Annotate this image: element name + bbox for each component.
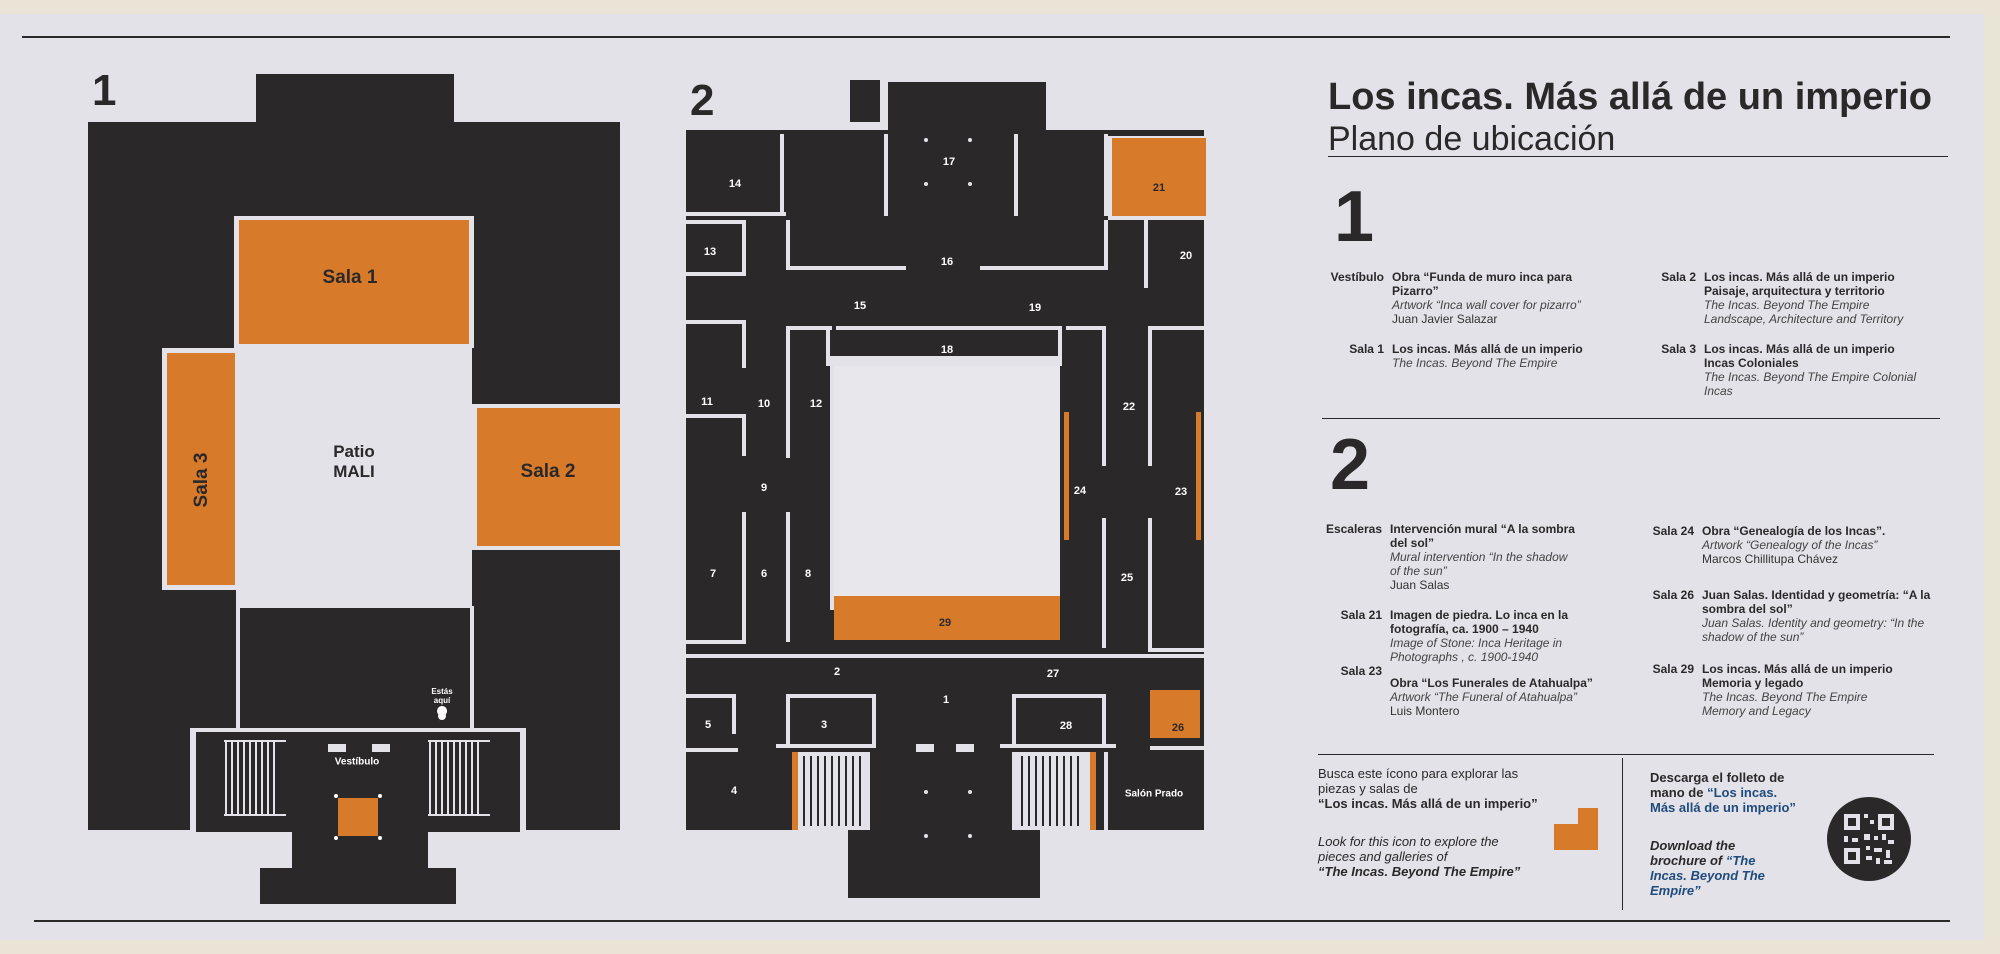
icon-hint-spanish: Busca este ícono para explorar las pieza… [1318, 766, 1538, 811]
room-20: 20 [1179, 250, 1193, 262]
room-2: 2 [833, 666, 841, 678]
floor-1-number: 1 [92, 66, 117, 115]
icon-hint-english: Look for this icon to explore the pieces… [1318, 834, 1521, 879]
footer-divider [1622, 758, 1623, 910]
room-5: 5 [704, 719, 712, 731]
bottom-rule [34, 920, 1950, 922]
floor-2-number: 2 [690, 76, 715, 125]
room-12: 12 [809, 398, 823, 410]
room-27: 27 [1046, 668, 1060, 680]
room-6: 6 [760, 568, 768, 580]
room-1: 1 [942, 694, 950, 706]
room-17: 17 [942, 156, 956, 168]
legend-rule-1 [1328, 156, 1948, 157]
room-14: 14 [728, 178, 742, 190]
room-3: 3 [820, 719, 828, 731]
legend-rule-3 [1318, 754, 1934, 755]
room-15: 15 [853, 300, 867, 312]
room-22: 22 [1122, 401, 1136, 413]
download-brochure-english: Download the brochure of “The Incas. Bey… [1650, 838, 1765, 898]
floor-2-map [686, 80, 1206, 898]
floor-1-map [88, 74, 622, 904]
sala-1-label: Sala 1 [322, 267, 378, 288]
exhibition-room-icon [1554, 808, 1598, 850]
salon-prado-label: Salón Prado [1124, 788, 1184, 800]
room-23: 23 [1174, 486, 1188, 498]
legend-rule-2 [1322, 418, 1940, 419]
legend-floor-2-number: 2 [1330, 425, 1371, 505]
plan-subtitle: Plano de ubicación [1328, 120, 1616, 158]
museum-floor-plan-sign: 1 [0, 14, 1984, 940]
qr-code-icon[interactable] [1826, 796, 1912, 882]
room-26: 26 [1171, 722, 1185, 734]
download-brochure-spanish: Descarga el folleto de mano de “Los inca… [1650, 770, 1796, 815]
room-25: 25 [1120, 572, 1134, 584]
room-13: 13 [703, 246, 717, 258]
room-9: 9 [760, 482, 768, 494]
room-28: 28 [1059, 720, 1073, 732]
room-18: 18 [940, 344, 954, 356]
room-8: 8 [804, 568, 812, 580]
room-29: 29 [938, 617, 952, 629]
room-21: 21 [1152, 182, 1166, 194]
room-7: 7 [709, 568, 717, 580]
room-10: 10 [757, 398, 771, 410]
room-19: 19 [1028, 302, 1042, 314]
room-24: 24 [1073, 485, 1087, 497]
vestibulo-label-floor-1: Vestíbulo [334, 756, 380, 768]
sala-2-label: Sala 2 [520, 461, 576, 482]
exhibition-title: Los incas. Más allá de un imperio [1328, 76, 1932, 118]
legend-floor-1-number: 1 [1334, 177, 1375, 257]
room-16: 16 [940, 256, 954, 268]
room-11: 11 [701, 396, 713, 408]
top-rule [22, 36, 1950, 38]
room-4: 4 [730, 785, 738, 797]
